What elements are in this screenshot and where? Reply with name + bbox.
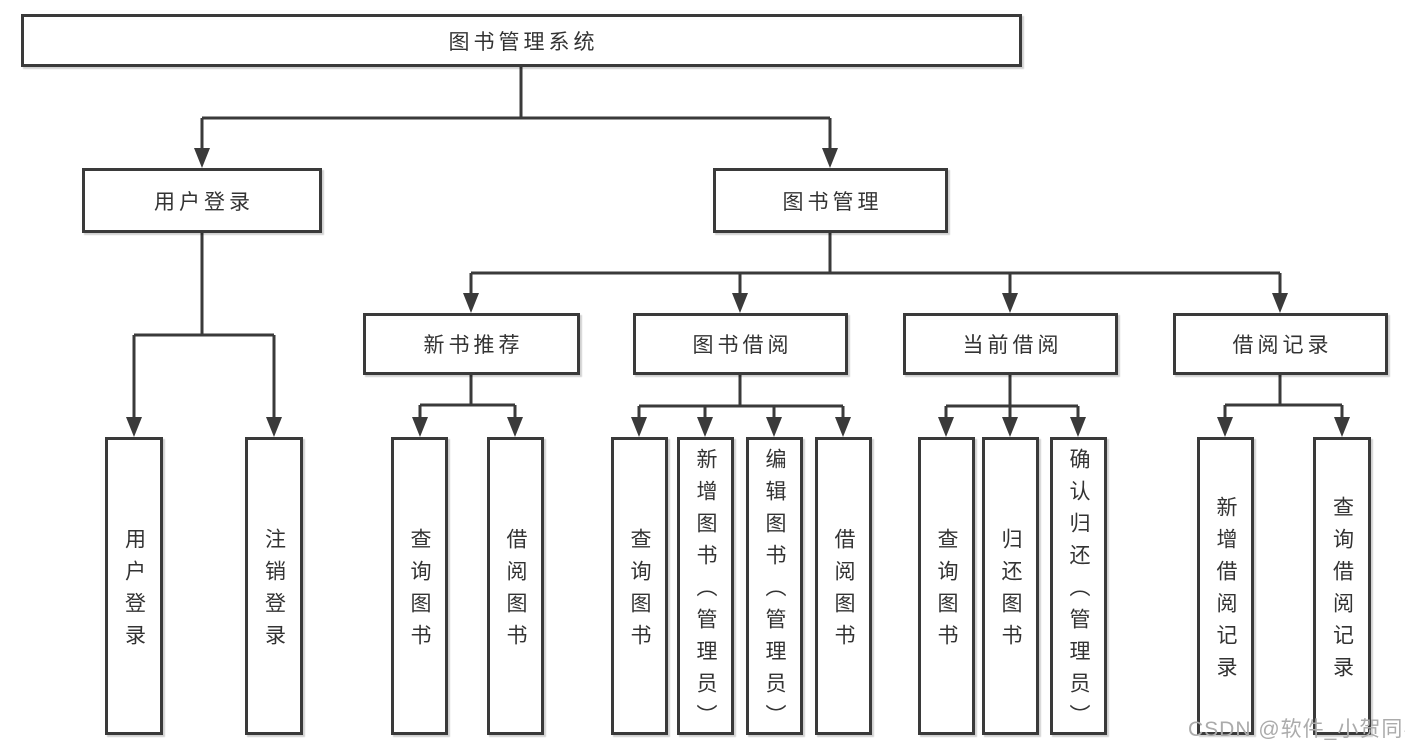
connector-arrowheads bbox=[126, 148, 1350, 437]
connector-stems bbox=[132, 67, 1344, 419]
node-root-library-system: 图书管理系统 bbox=[21, 14, 1022, 67]
node-new-book-recommend: 新书推荐 bbox=[363, 313, 580, 375]
leaf-return-books: 归还图书 bbox=[982, 437, 1039, 735]
node-user-login: 用户登录 bbox=[82, 168, 322, 233]
leaf-query-borrow-record: 查询借阅记录 bbox=[1313, 437, 1371, 735]
leaf-edit-books-admin: 编辑图书（管理员） bbox=[746, 437, 803, 736]
leaf-borrow-books-recommend: 借阅图书 bbox=[487, 437, 544, 735]
leaf-borrow-books: 借阅图书 bbox=[815, 437, 872, 735]
leaf-add-borrow-record: 新增借阅记录 bbox=[1197, 437, 1254, 735]
leaf-query-books-recommend: 查询图书 bbox=[391, 437, 448, 735]
leaf-user-login: 用户登录 bbox=[105, 437, 163, 735]
leaf-confirm-return-admin: 确认归还（管理员） bbox=[1050, 437, 1107, 736]
csdn-watermark: CSDN @软件_小贺同学 bbox=[1188, 718, 1405, 741]
leaf-query-books-current: 查询图书 bbox=[918, 437, 975, 735]
leaf-query-books-borrow: 查询图书 bbox=[611, 437, 668, 735]
leaf-logout: 注销登录 bbox=[245, 437, 303, 735]
leaf-add-books-admin: 新增图书（管理员） bbox=[677, 437, 734, 736]
node-book-borrow: 图书借阅 bbox=[633, 313, 848, 375]
node-current-borrow: 当前借阅 bbox=[903, 313, 1118, 375]
node-book-management: 图书管理 bbox=[713, 168, 948, 233]
node-borrow-records: 借阅记录 bbox=[1173, 313, 1388, 375]
